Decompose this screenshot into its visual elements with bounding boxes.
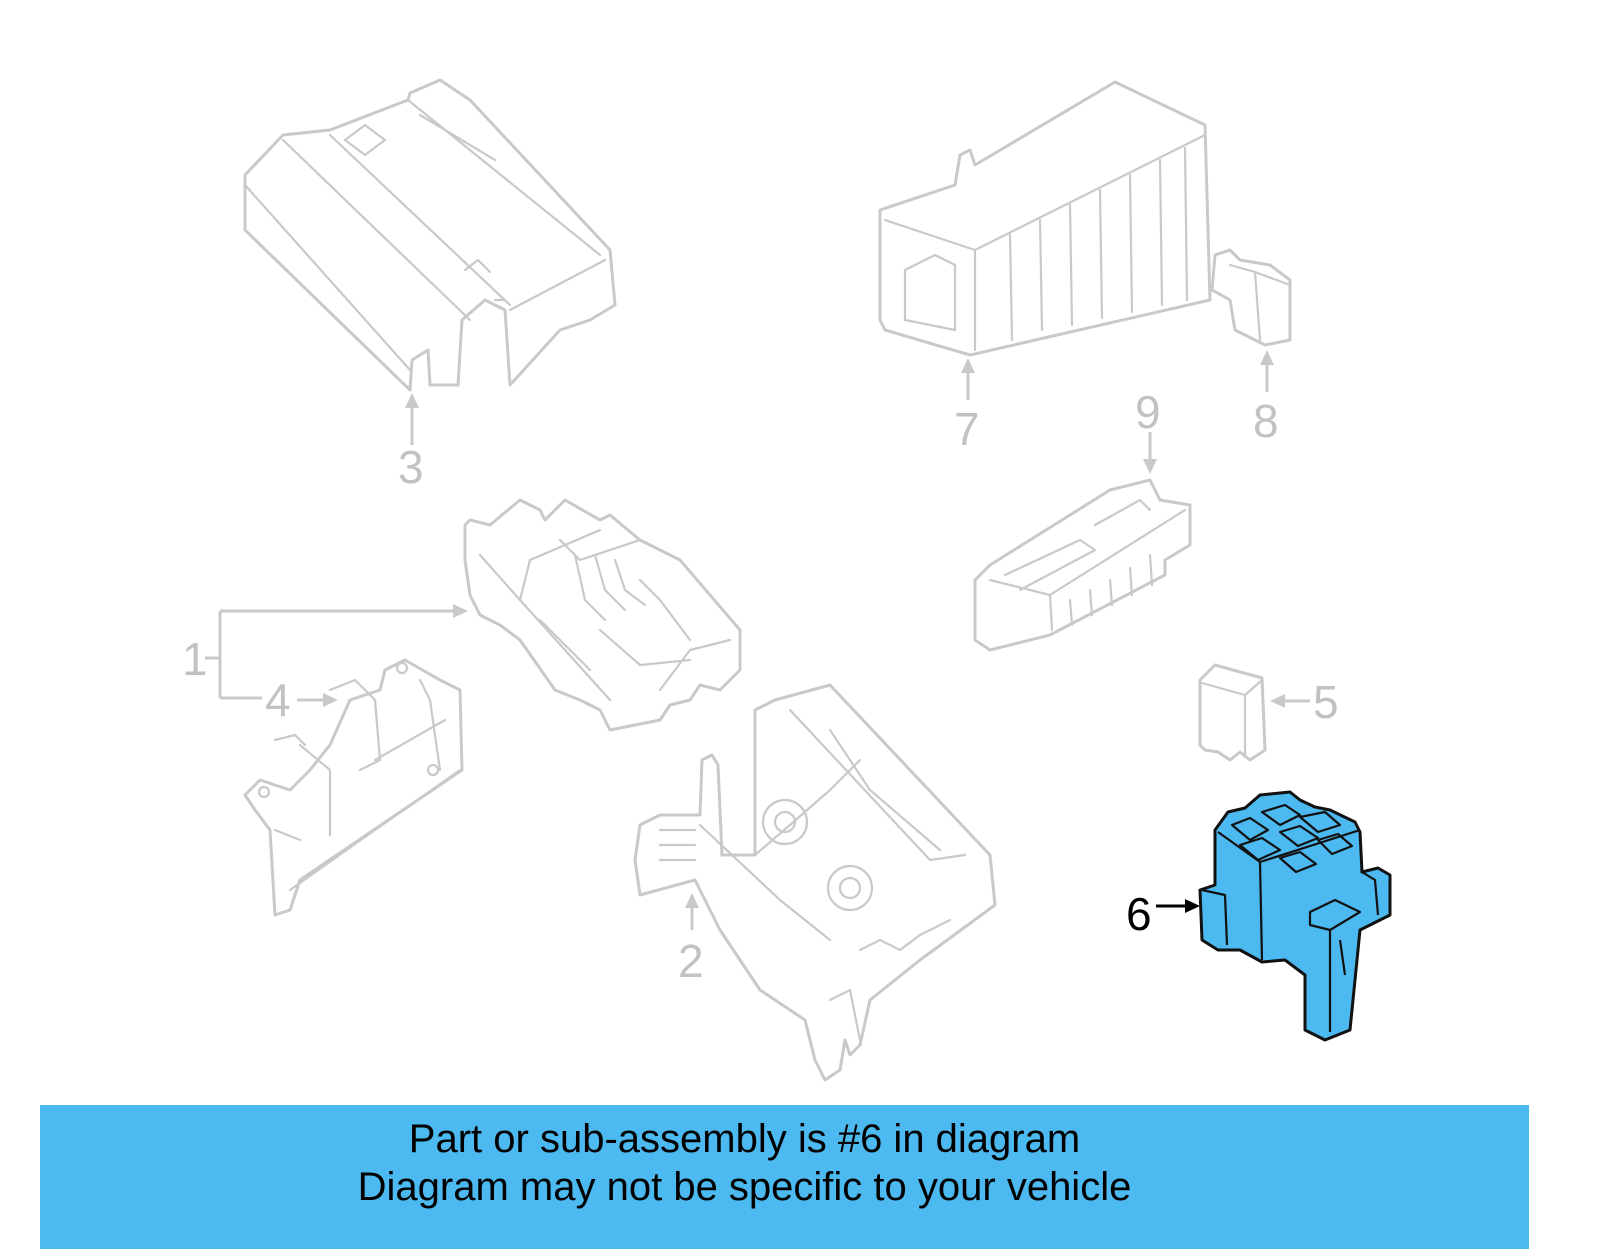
callout-6-label: 6 (1126, 888, 1152, 940)
callout-9-label: 9 (1135, 386, 1161, 438)
callout-1-label: 1 (182, 633, 208, 685)
part-9-relay-carrier[interactable] (973, 478, 1192, 652)
callout-2: 2 (678, 893, 704, 987)
callout-1: 1 (182, 604, 468, 700)
callout-7-label: 7 (954, 403, 980, 455)
part-6-connector-highlighted[interactable] (1198, 790, 1392, 1042)
callout-4: 4 (265, 674, 338, 726)
part-1-fuse-box[interactable] (463, 498, 742, 732)
part-8-bracket[interactable] (1210, 248, 1292, 347)
callout-8-label: 8 (1253, 395, 1279, 447)
callout-5: 5 (1270, 676, 1339, 728)
part-4-bracket[interactable] (243, 658, 464, 917)
callout-7: 7 (954, 358, 980, 455)
callout-4-label: 4 (265, 674, 291, 726)
callout-2-label: 2 (678, 935, 704, 987)
callout-5-label: 5 (1313, 676, 1339, 728)
callout-6: 6 (1126, 888, 1200, 940)
part-5-relay[interactable] (1198, 663, 1267, 762)
part-7-carrier[interactable] (878, 80, 1212, 357)
info-banner: Part or sub-assembly is #6 in diagram Di… (40, 1105, 1529, 1249)
banner-background (40, 1105, 1529, 1249)
callout-8: 8 (1253, 350, 1279, 447)
banner-line-disclaimer: Diagram may not be specific to your vehi… (357, 1165, 1132, 1209)
part-2-lower-housing[interactable] (633, 683, 997, 1082)
callout-9: 9 (1135, 386, 1161, 474)
callout-3-label: 3 (398, 441, 424, 493)
part-3-cover[interactable] (243, 78, 617, 392)
callout-3: 3 (398, 393, 424, 493)
banner-line-part-info: Part or sub-assembly is #6 in diagram (408, 1117, 1081, 1161)
